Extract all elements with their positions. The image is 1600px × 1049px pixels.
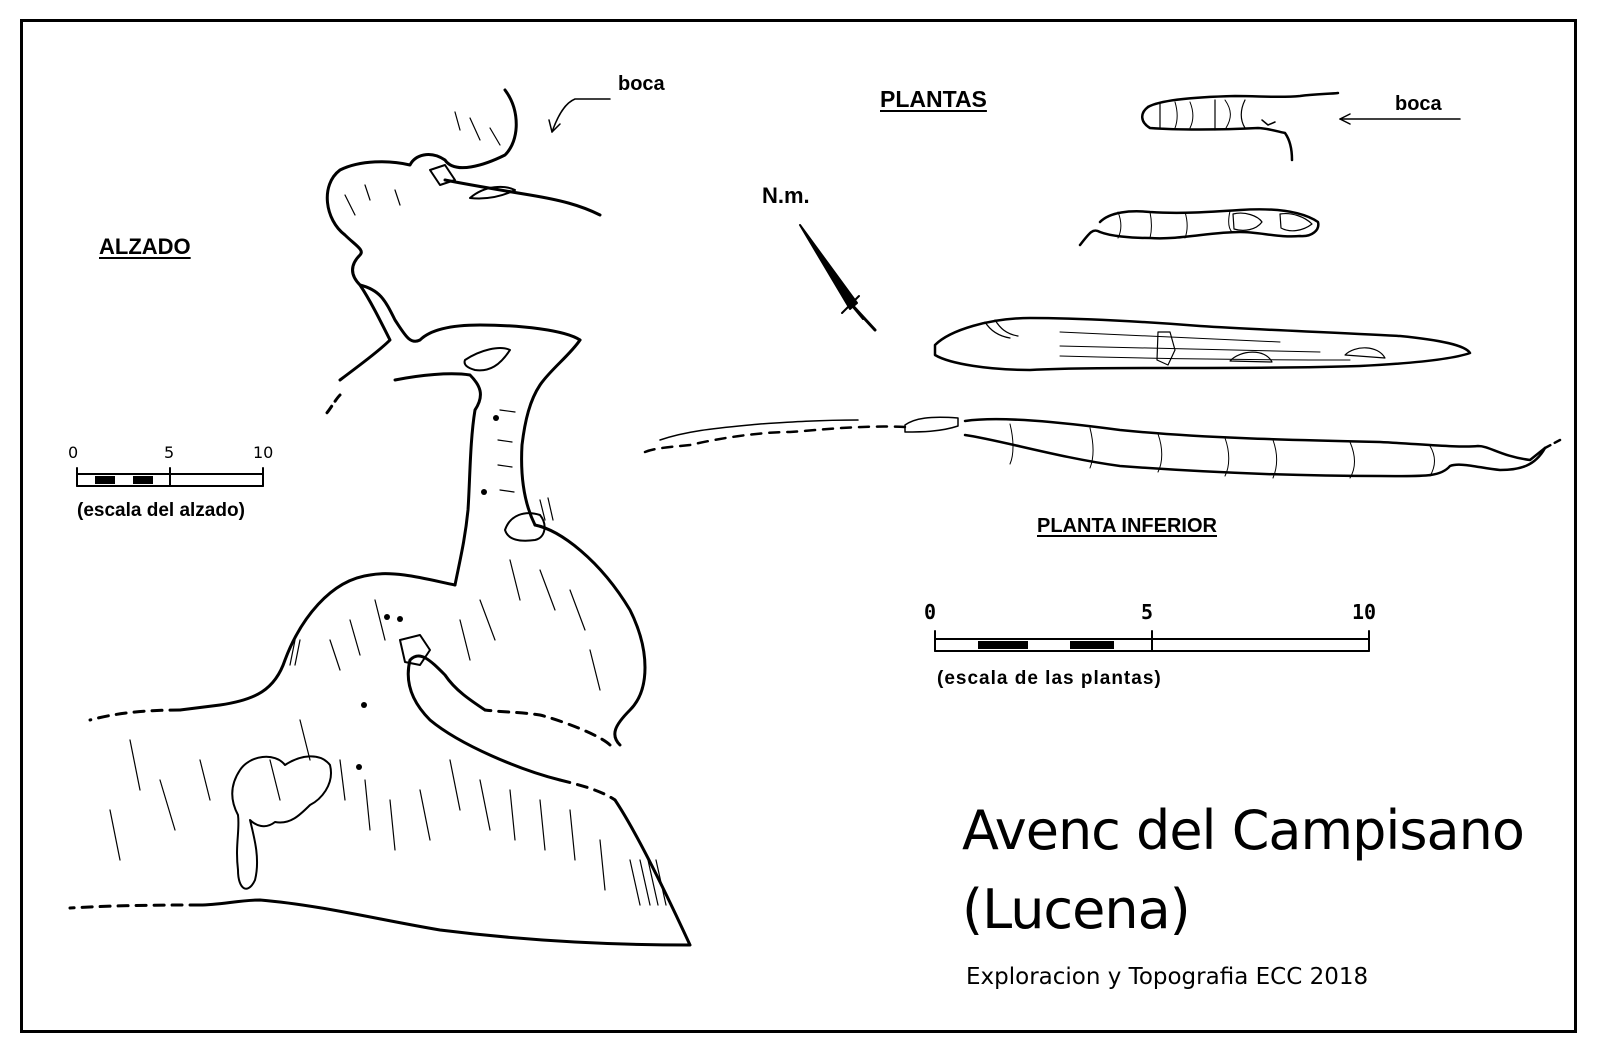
- map-frame: [20, 19, 1577, 1033]
- elevation-entrance-arrow: [548, 98, 611, 133]
- elevation-hatching: [109, 111, 667, 906]
- north-label: N.m.: [762, 183, 810, 208]
- plans-scale-caption: (escala de las plantas): [937, 668, 1162, 689]
- plans-scale-tick-5: 5: [1141, 600, 1154, 624]
- map-title-line1: Avenc del Campisano: [962, 799, 1525, 862]
- plan-inferior-label: PLANTA INFERIOR: [1037, 515, 1217, 537]
- elevation-label: ALZADO: [99, 234, 191, 259]
- plan-lower-level: [933, 316, 1472, 372]
- elevation-scale-caption: (escala del alzado): [77, 500, 245, 521]
- elevation-profile: [68, 88, 692, 947]
- map-title-line2: (Lucena): [962, 878, 1191, 941]
- elevation-scale-tick-0: 0: [68, 443, 79, 462]
- plan-middle: [1078, 208, 1320, 247]
- elevation-dots: [356, 415, 499, 770]
- plan-entrance-label: boca: [1395, 93, 1442, 115]
- plan-entrance-arrow: [1339, 113, 1461, 125]
- plan-upper: [1141, 91, 1340, 162]
- map-credit: Exploracion y Topografia ECC 2018: [966, 964, 1369, 990]
- plans-label: PLANTAS: [880, 86, 987, 112]
- elevation-entrance-label: boca: [618, 73, 665, 95]
- plans-scale-tick-0: 0: [924, 600, 937, 624]
- north-arrow-icon: [799, 224, 877, 332]
- elevation-scale-tick-5: 5: [164, 443, 175, 462]
- elevation-scale-tick-10: 10: [253, 443, 274, 462]
- elevation-scale-bar: [76, 467, 264, 487]
- plan-inferior: [643, 416, 1562, 479]
- plans-scale-tick-10: 10: [1352, 600, 1377, 624]
- plans-scale-bar: [934, 630, 1370, 652]
